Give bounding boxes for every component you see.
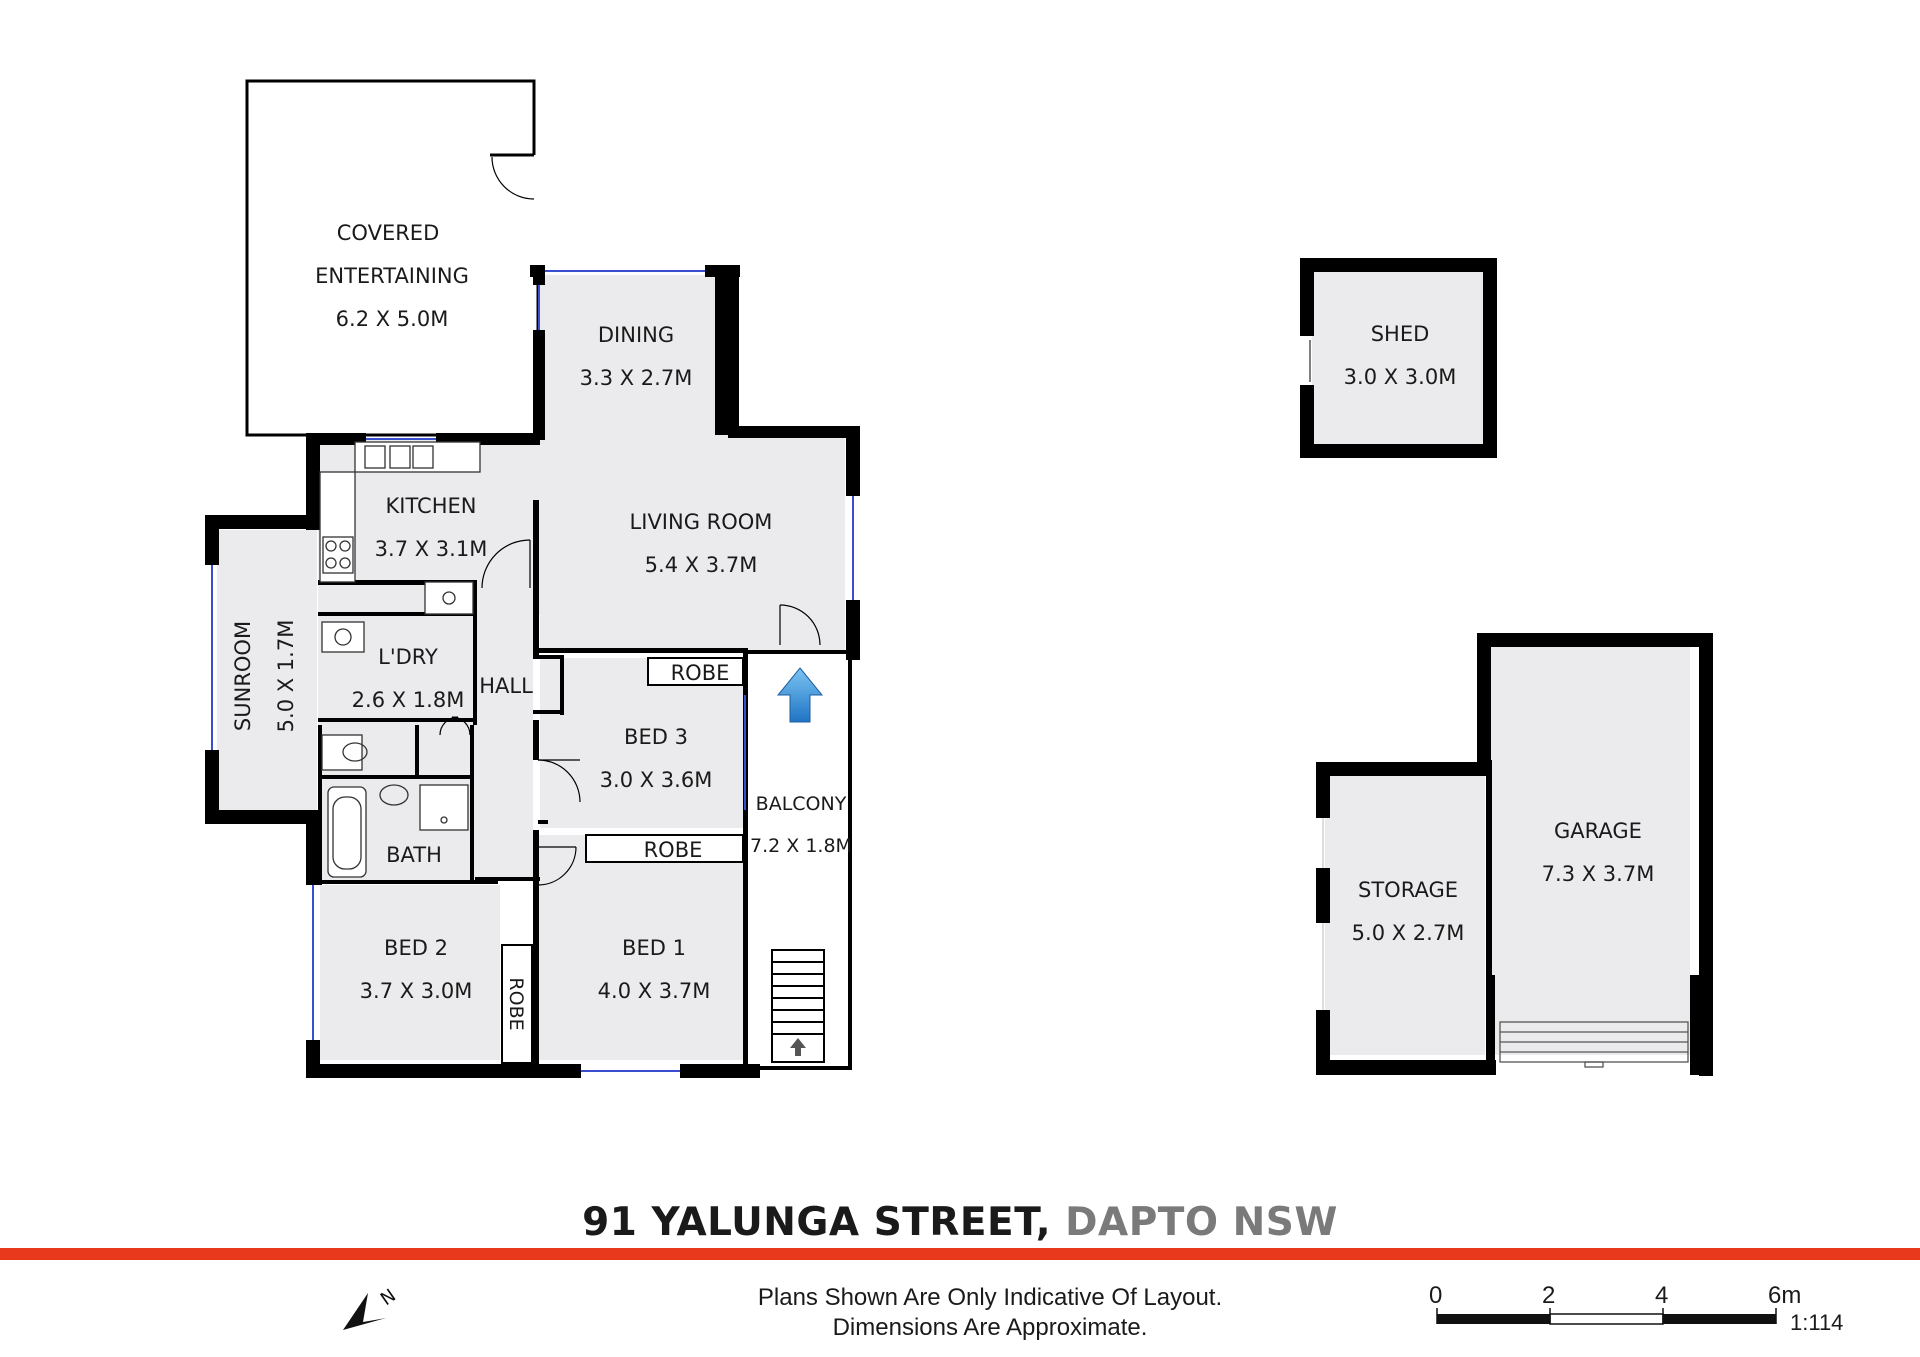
- fixtures: [319, 441, 481, 878]
- garage-walls: [1316, 633, 1713, 1076]
- laundry-name: L'DRY: [378, 645, 438, 669]
- room-labels: COVERED ENTERTAINING 6.2 X 5.0M DINING 3…: [231, 221, 1654, 1031]
- covered-entertaining-size: 6.2 X 5.0M: [336, 307, 449, 331]
- property-title: 91 YALUNGA STREET, DAPTO NSW: [0, 1200, 1920, 1245]
- balcony-stairs: [771, 949, 825, 1063]
- doors: [439, 539, 821, 886]
- shed-floor: [1312, 270, 1487, 445]
- compass-letter: N: [377, 1285, 400, 1310]
- bed1-floor: [538, 835, 748, 1060]
- bath-name: BATH: [386, 843, 442, 867]
- bed3-name: BED 3: [624, 725, 688, 749]
- laundry-size: 2.6 X 1.8M: [352, 688, 465, 712]
- accent-divider: [0, 1248, 1920, 1260]
- living-floor: [540, 435, 845, 650]
- disclaimer-line1: Plans Shown Are Only Indicative Of Layou…: [757, 1284, 1223, 1311]
- scale-tick-2: 2: [1542, 1282, 1556, 1309]
- covered-entertaining-outline: [245, 79, 540, 437]
- balcony-size: 7.2 X 1.8M: [750, 835, 852, 857]
- living-room-size: 5.4 X 3.7M: [645, 553, 758, 577]
- shed-name: SHED: [1371, 322, 1430, 346]
- bed1-robe-label: ROBE: [644, 838, 703, 862]
- storage-name: STORAGE: [1358, 878, 1458, 902]
- dining-name: DINING: [598, 323, 674, 347]
- stairs-arrow-icon: [790, 1038, 806, 1056]
- title-suburb: DAPTO NSW: [1065, 1200, 1338, 1245]
- shed-size: 3.0 X 3.0M: [1344, 365, 1457, 389]
- disclaimer-line2: Dimensions Are Approximate.: [832, 1314, 1148, 1341]
- sunroom-name: SUNROOM: [231, 621, 255, 731]
- title-street: 91 YALUNGA STREET,: [582, 1200, 1052, 1245]
- scale-bar: [1436, 1308, 1777, 1325]
- scale-tick-6: 6m: [1768, 1282, 1802, 1309]
- garage-name: GARAGE: [1554, 819, 1642, 843]
- balcony-name: BALCONY: [756, 793, 847, 815]
- bed3-size: 3.0 X 3.6M: [600, 768, 713, 792]
- bed1-size: 4.0 X 3.7M: [598, 979, 711, 1003]
- garage-door: [1499, 1021, 1689, 1068]
- scale-tick-0: 0: [1429, 1282, 1443, 1309]
- bed1-name: BED 1: [622, 936, 686, 960]
- compass-icon: N: [343, 1285, 400, 1330]
- kitchen-name: KITCHEN: [386, 494, 477, 518]
- entry-arrow-icon: [776, 667, 824, 723]
- storage-floor: [1325, 775, 1485, 1055]
- bed2-floor: [320, 885, 500, 1060]
- bed3-robe-label: ROBE: [671, 661, 730, 685]
- bed3-floor: [540, 658, 745, 828]
- dining-floor: [540, 275, 730, 435]
- storage-size: 5.0 X 2.7M: [1352, 921, 1465, 945]
- living-room-name: LIVING ROOM: [630, 510, 773, 534]
- bed2-size: 3.7 X 3.0M: [360, 979, 473, 1003]
- house-walls: [205, 265, 860, 1078]
- garage-size: 7.3 X 3.7M: [1542, 862, 1655, 886]
- bed2-robe-label: ROBE: [505, 977, 527, 1030]
- covered-entertaining-name2: ENTERTAINING: [315, 264, 469, 288]
- sunroom-floor: [217, 530, 317, 810]
- robes: [501, 657, 744, 1064]
- covered-entertaining-name1: COVERED: [337, 221, 440, 245]
- hall-floor: [473, 535, 533, 880]
- scale-ratio: 1:114: [1790, 1310, 1844, 1335]
- bed2-name: BED 2: [384, 936, 448, 960]
- scale-tick-4: 4: [1655, 1282, 1669, 1309]
- shed-walls: [1300, 258, 1497, 458]
- disclaimer: Plans Shown Are Only Indicative Of Layou…: [700, 1283, 1280, 1343]
- windows: [211, 270, 854, 1072]
- sunroom-size: 5.0 X 1.7M: [274, 620, 298, 733]
- hall-name: HALL: [479, 674, 533, 698]
- kitchen-size: 3.7 X 3.1M: [375, 537, 488, 561]
- dining-size: 3.3 X 2.7M: [580, 366, 693, 390]
- garage-floor: [1490, 645, 1690, 1055]
